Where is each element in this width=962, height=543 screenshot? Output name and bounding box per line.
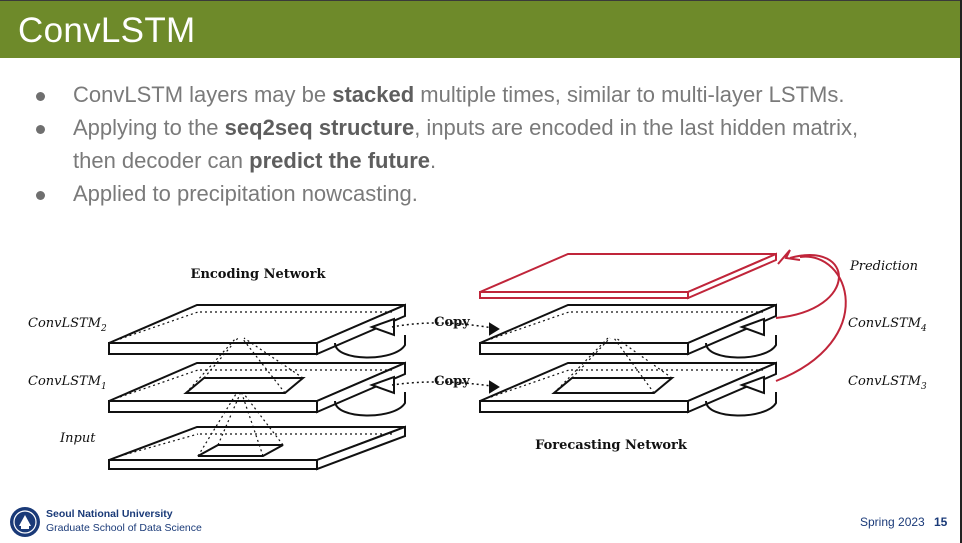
term-label: Spring 2023 [860, 515, 925, 529]
prediction-layer [479, 249, 847, 382]
encoder-loop-2 [334, 335, 406, 359]
bullet-bold-text: predict the future [249, 148, 431, 173]
bullet-text: , inputs are encoded in the last hidden … [414, 115, 859, 140]
encoder-loop-1 [334, 392, 406, 417]
bullet-text: . [430, 148, 437, 173]
convlstm3-label: ConvLSTM3 [848, 374, 927, 392]
bullet-dot-icon [36, 191, 45, 200]
encoding-network-title: Encoding Network [191, 267, 327, 282]
decoder-loop-4 [705, 335, 777, 359]
convlstm4-label-text: ConvLSTM [848, 316, 922, 331]
bullet-text: ConvLSTM layers may be [73, 82, 333, 107]
slide-edge-border [960, 0, 962, 543]
bullet-dot-icon [36, 92, 45, 101]
bullet-text: Applied to precipitation nowcasting. [73, 181, 418, 206]
convlstm1-label: ConvLSTM1 [28, 374, 107, 392]
convlstm-diagram: Encoding Network Forecasting Network Cop… [28, 249, 927, 471]
university-name: Seoul National University [46, 508, 173, 520]
bullet-list: ConvLSTM layers may be stacked multiple … [30, 78, 950, 210]
prediction-arrowhead [777, 249, 801, 265]
convlstm2-label-sub: 2 [100, 324, 107, 334]
bullet-item: ConvLSTM layers may be stacked multiple … [30, 78, 950, 111]
convlstm2-label-text: ConvLSTM [28, 316, 102, 331]
decoder-convlstm3-layer [479, 361, 777, 414]
page-number: 15 [934, 515, 948, 529]
slide-title: ConvLSTM [18, 11, 196, 50]
bullet-bold-text: seq2seq structure [224, 115, 415, 140]
encoder-arrow-1 [369, 375, 395, 395]
school-name: Graduate School of Data Science [46, 522, 202, 534]
copy-arrows [391, 322, 499, 388]
bullet-item: Applied to precipitation nowcasting. [30, 177, 950, 210]
convlstm3-label-text: ConvLSTM [848, 374, 922, 389]
encoder-pyramid-lines [185, 337, 304, 457]
bullet-bold-text: stacked [332, 82, 415, 107]
copy-arrowhead-bottom [489, 380, 500, 394]
bullet-item: Applying to the seq2seq structure, input… [30, 111, 950, 177]
input-layer [108, 425, 406, 471]
prediction-label: Prediction [849, 259, 918, 274]
encoder-arrow-2 [369, 317, 395, 337]
decoder-pyramid-lines [553, 337, 673, 394]
copy-label-top: Copy [434, 315, 470, 330]
copy-arrowhead-top [489, 322, 500, 336]
convlstm2-label: ConvLSTM2 [28, 316, 107, 334]
encoder-convlstm2-layer [108, 303, 406, 356]
title-bar: ConvLSTM [0, 0, 962, 58]
bullet-dot-icon [36, 125, 45, 134]
convlstm4-label-sub: 4 [920, 324, 927, 334]
bullet-text: Applying to the [73, 115, 225, 140]
decoder-convlstm4-layer [479, 303, 777, 356]
bullet-text: then decoder can [73, 148, 250, 173]
encoder-convlstm1-layer [108, 361, 406, 414]
convlstm3-label-sub: 3 [921, 382, 927, 392]
convlstm1-label-sub: 1 [101, 382, 107, 392]
decoder-loop-3 [705, 392, 777, 417]
decoder-arrow-3 [739, 375, 765, 395]
convlstm4-label: ConvLSTM4 [848, 316, 927, 334]
copy-label-bottom: Copy [434, 374, 470, 389]
prediction-arrow-lower [775, 255, 847, 382]
decoder-arrow-4 [739, 317, 765, 337]
input-label: Input [59, 431, 96, 446]
convlstm1-label-text: ConvLSTM [28, 374, 102, 389]
prediction-arrow-upper [775, 254, 840, 319]
forecasting-network-title: Forecasting Network [535, 438, 688, 453]
snu-emblem-icon [10, 507, 40, 537]
bullet-text: multiple times, similar to multi-layer L… [414, 82, 845, 107]
